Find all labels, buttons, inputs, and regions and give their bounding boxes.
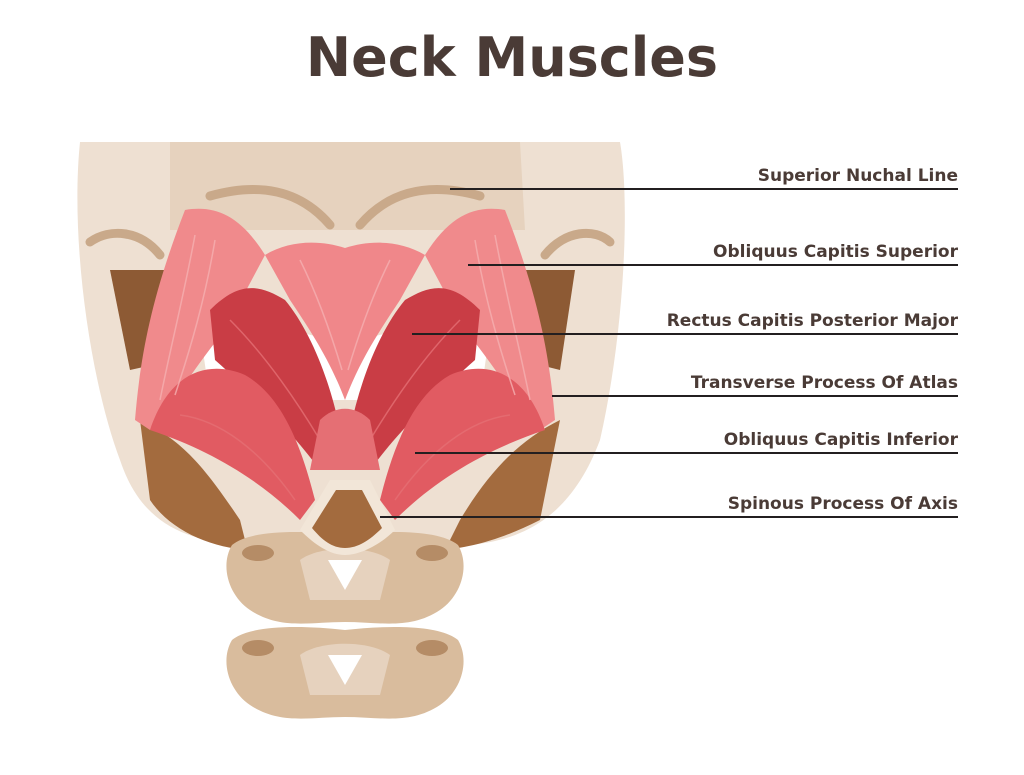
label-superior-nuchal-line: Superior Nuchal Line <box>757 166 958 186</box>
obliquus-capitis-inferior-left <box>150 368 315 520</box>
label-spinous-process-of-axis: Spinous Process Of Axis <box>727 494 958 514</box>
suboccipital-muscles <box>135 208 555 520</box>
label-obliquus-capitis-inferior: Obliquus Capitis Inferior <box>723 430 958 450</box>
superior-nuchal-line-ridges <box>85 185 615 260</box>
diagram-title: Neck Muscles <box>305 26 719 89</box>
obliquus-capitis-superior-left <box>135 208 265 430</box>
label-obliquus-capitis-superior: Obliquus Capitis Superior <box>713 242 958 262</box>
label-rectus-capitis-posterior-major: Rectus Capitis Posterior Major <box>666 311 958 331</box>
cervical-vertebrae <box>226 532 464 719</box>
label-transverse-process-of-atlas: Transverse Process Of Atlas <box>690 373 958 393</box>
central-tendon <box>310 408 380 470</box>
leader-lines <box>380 188 958 518</box>
obliquus-capitis-inferior-right <box>380 368 545 520</box>
rectus-capitis-posterior-minor <box>265 242 425 400</box>
spinous-process-of-axis <box>300 480 395 555</box>
